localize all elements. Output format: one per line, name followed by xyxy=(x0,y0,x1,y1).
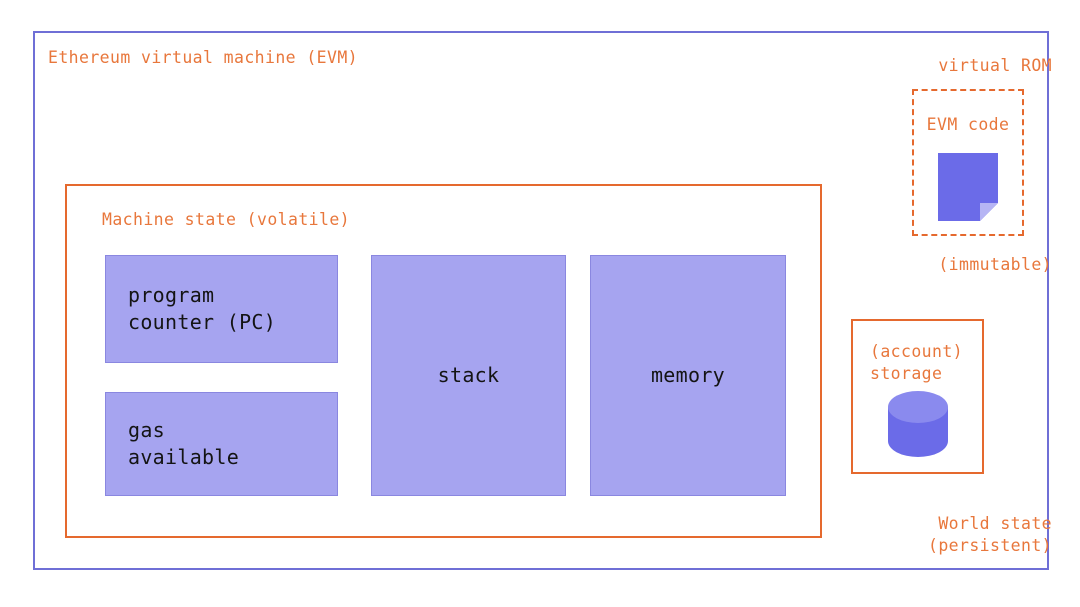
virtual-rom-box: EVM code xyxy=(912,89,1024,236)
account-storage-label: (account) storage xyxy=(870,342,964,384)
account-storage-box: (account) storage xyxy=(851,319,984,474)
evm-title: Ethereum virtual machine (EVM) xyxy=(48,48,359,67)
machine-state-title: Machine state (volatile) xyxy=(102,210,351,229)
world-state-label: World state (persistent) xyxy=(927,514,1052,556)
immutable-label: (immutable) xyxy=(938,255,1052,274)
stack-box: stack xyxy=(371,255,566,496)
machine-state-box xyxy=(65,184,822,538)
virtual-rom-title: virtual ROM xyxy=(938,56,1052,75)
program-counter-box: program counter (PC) xyxy=(105,255,338,363)
memory-box: memory xyxy=(590,255,786,496)
database-cylinder-icon xyxy=(885,390,951,458)
document-icon xyxy=(938,153,998,221)
gas-available-box: gas available xyxy=(105,392,338,496)
evm-outer-frame xyxy=(33,31,1049,570)
evm-code-label: EVM code xyxy=(926,115,1010,134)
